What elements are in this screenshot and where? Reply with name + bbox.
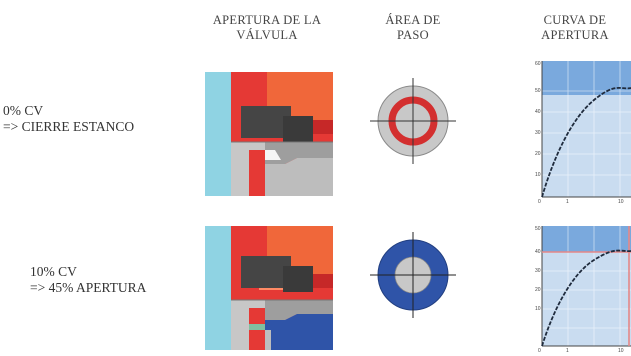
svg-text:10: 10 [618, 348, 624, 354]
valve-section-open [205, 226, 333, 350]
svg-text:40: 40 [535, 109, 541, 115]
row-label-closed-desc: => CIERRE ESTANCO [3, 119, 135, 134]
header-valve-opening-line1: APERTURA DE LA [212, 13, 322, 27]
svg-text:0: 0 [538, 199, 541, 205]
header-opening-curve: CURVA DE APERTURA [520, 13, 630, 43]
row-label-open-cv: 10% CV [30, 264, 77, 279]
header-opening-curve-line1: CURVA DE [543, 13, 607, 27]
svg-text:30: 30 [535, 130, 541, 136]
svg-text:10: 10 [618, 199, 624, 205]
svg-text:50: 50 [535, 88, 541, 94]
opening-curve-line [541, 249, 631, 347]
svg-text:20: 20 [535, 287, 541, 293]
row-label-open: 10% CV => 45% APERTURA [30, 264, 146, 296]
flow-passage [265, 314, 333, 350]
row-label-closed: 0% CV => CIERRE ESTANCO [3, 103, 134, 135]
opening-curve-line [541, 87, 631, 198]
svg-text:60: 60 [535, 61, 541, 67]
svg-text:0: 0 [538, 348, 541, 354]
svg-text:1: 1 [566, 199, 569, 205]
row-label-closed-cv: 0% CV [3, 103, 44, 118]
row-label-open-desc: => 45% APERTURA [30, 280, 147, 295]
opening-curve-open: 50 40 30 20 10 0 1 10 [535, 226, 631, 354]
header-valve-opening-line2: VÁLVULA [236, 28, 298, 42]
header-opening-curve-line2: APERTURA [541, 28, 609, 42]
flow-area-open [370, 232, 456, 318]
svg-text:20: 20 [535, 151, 541, 157]
header-flow-area-line2: PASO [396, 28, 429, 42]
svg-text:1: 1 [566, 348, 569, 354]
header-flow-area-line1: ÁREA DE [385, 13, 441, 27]
svg-text:10: 10 [535, 172, 541, 178]
header-valve-opening: APERTURA DE LA VÁLVULA [196, 13, 338, 43]
valve-section-closed [205, 72, 333, 196]
header-flow-area: ÁREA DE PASO [368, 13, 458, 43]
svg-text:50: 50 [535, 226, 541, 232]
opening-curve-closed: 60 50 40 30 20 10 0 1 10 [535, 61, 631, 205]
svg-text:40: 40 [535, 249, 541, 255]
svg-text:10: 10 [535, 306, 541, 312]
flow-area-closed [370, 78, 456, 164]
svg-text:30: 30 [535, 268, 541, 274]
